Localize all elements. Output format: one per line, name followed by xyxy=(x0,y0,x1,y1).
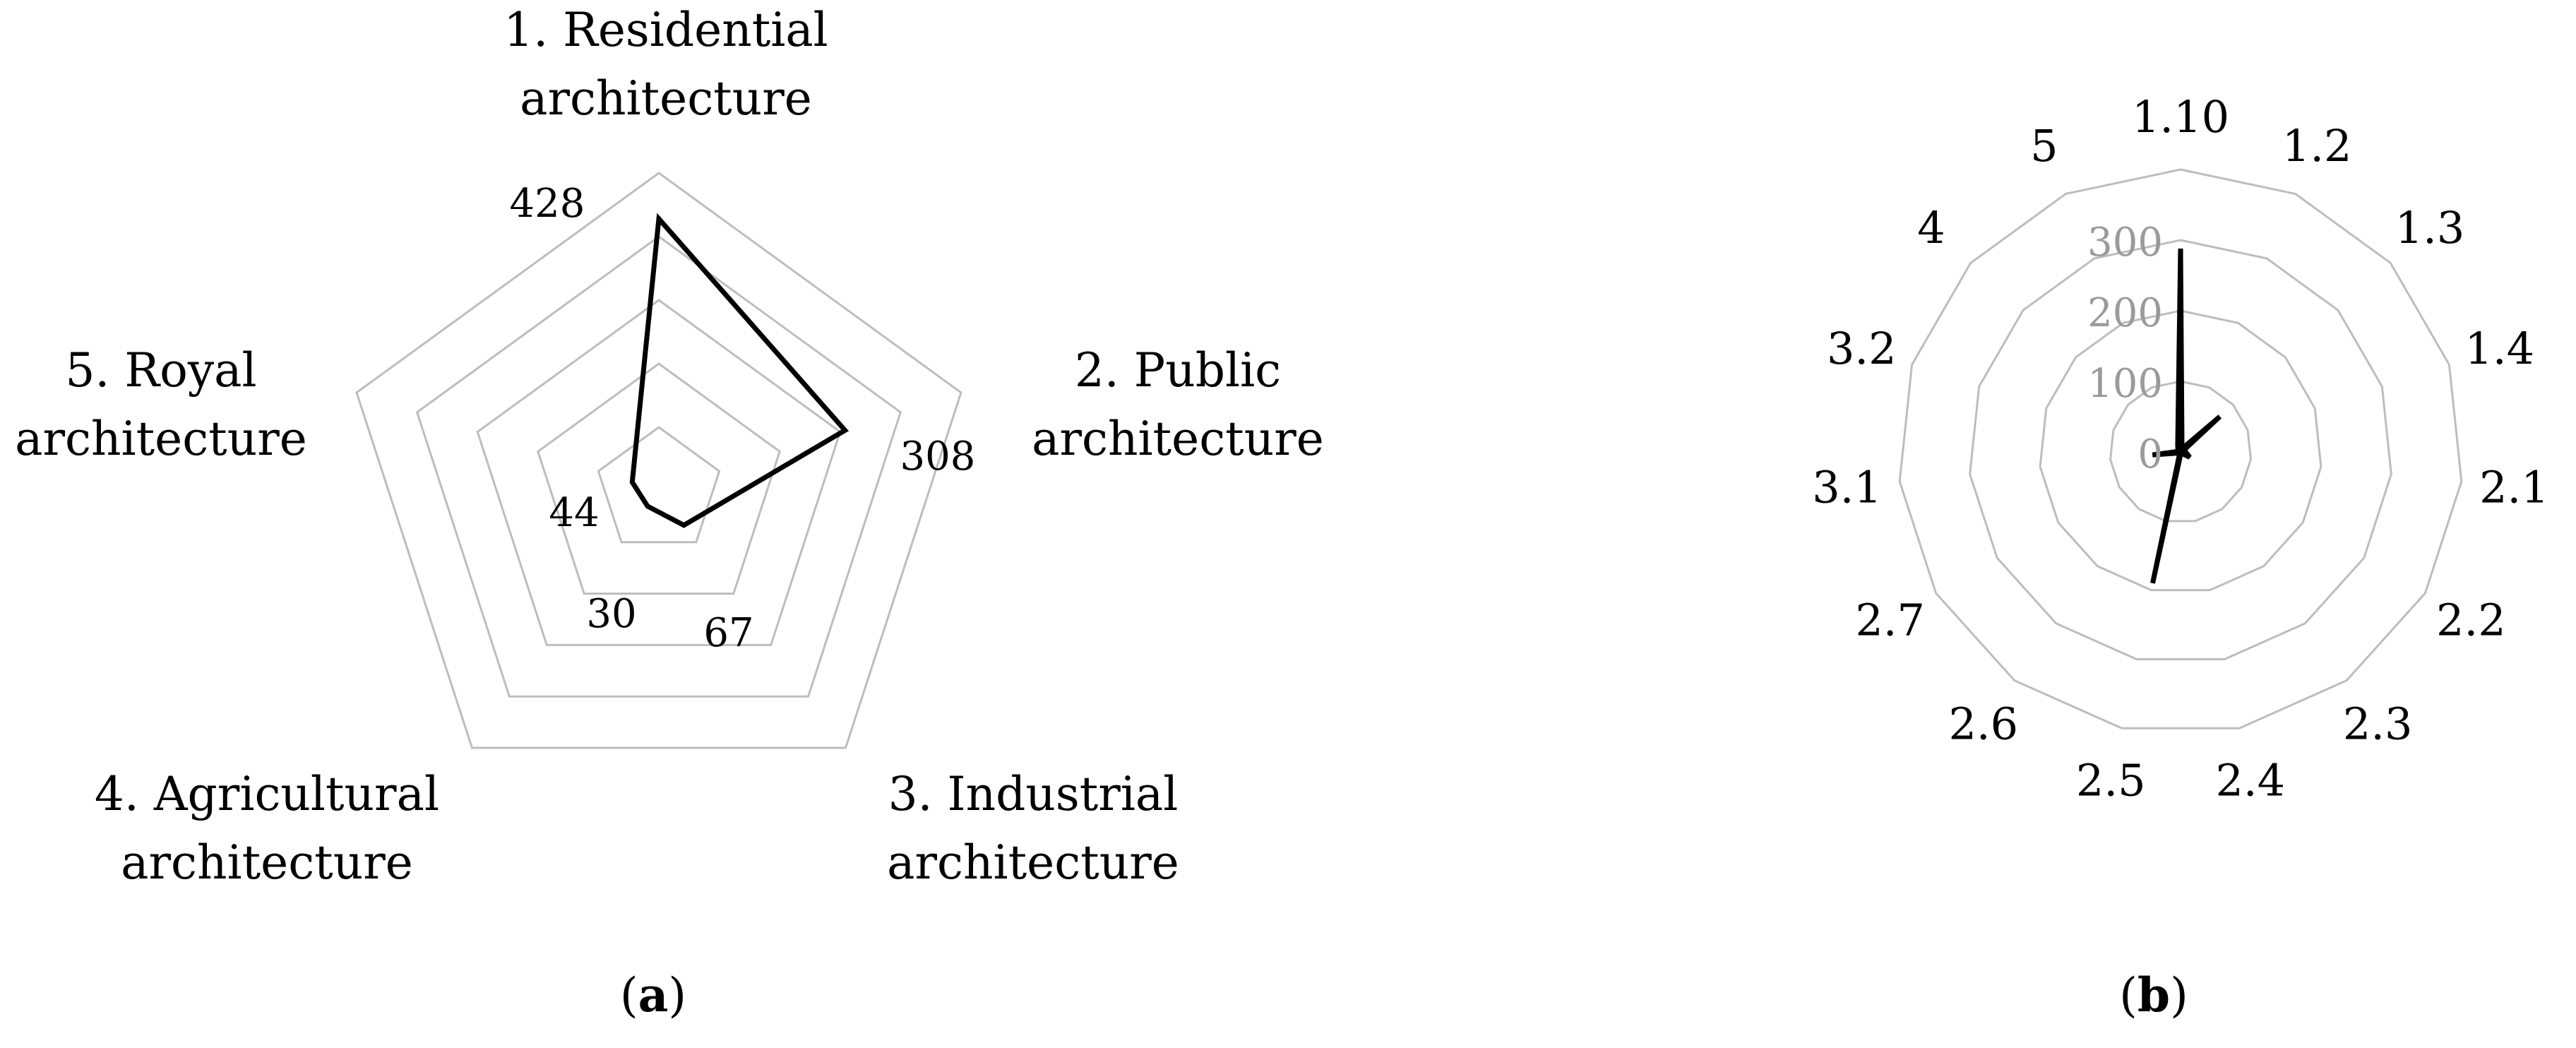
spoke-label: 2.6 xyxy=(1948,698,2018,749)
grid-ring xyxy=(537,362,781,595)
grid-ring xyxy=(1969,239,2392,660)
data-label: 44 xyxy=(549,490,599,536)
spoke-label: 1.10 xyxy=(2132,91,2229,143)
caption-b-letter: b xyxy=(2137,967,2170,1023)
grid-ring xyxy=(597,426,721,544)
grid-ring xyxy=(415,235,902,698)
caption-a-letter: a xyxy=(638,967,669,1023)
data-label: 67 xyxy=(703,610,753,656)
spoke-label: 1.2 xyxy=(2282,120,2352,172)
spoke-label: 2.3 xyxy=(2343,698,2413,749)
spoke-label: 1.4 xyxy=(2464,323,2534,374)
spoke-label: 2.2 xyxy=(2436,595,2506,646)
tick-label: 100 xyxy=(2087,361,2163,407)
spoke-label: 3.2 xyxy=(1827,323,1897,374)
spoke-label: 2.4 xyxy=(2215,755,2285,806)
spoke-label: 4 xyxy=(1917,202,1945,254)
spoke-label: 2.7 xyxy=(1855,595,1925,646)
spoke-label: 5 xyxy=(2030,120,2058,172)
grid-ring xyxy=(2039,309,2322,592)
series-line xyxy=(629,213,849,528)
series-line xyxy=(2150,248,2222,584)
tick-label: 0 xyxy=(2137,431,2163,477)
tick-label: 300 xyxy=(2087,220,2163,266)
spoke-label: 2.1 xyxy=(2479,462,2549,513)
data-label: 428 xyxy=(510,181,585,227)
grid-ring xyxy=(476,299,842,646)
caption-b: (b) xyxy=(2119,967,2188,1023)
grid-ring xyxy=(355,172,962,749)
grid-ring xyxy=(2109,380,2252,523)
spoke-label: 3.1 xyxy=(1812,462,1882,513)
data-label: 308 xyxy=(900,434,976,480)
spoke-label: 1.3 xyxy=(2395,202,2465,254)
spoke-label: 2.5 xyxy=(2076,755,2146,806)
tick-label: 200 xyxy=(2087,290,2163,336)
radar-chart-b: 0 100 200 300 1.10 1.2 1.3 1.4 2.1 2.2 2.3 2.4 2.5 2.… xyxy=(1812,91,2548,806)
caption-a: (a) xyxy=(620,967,686,1023)
grid-ring xyxy=(1898,168,2463,730)
data-label: 30 xyxy=(586,591,636,637)
